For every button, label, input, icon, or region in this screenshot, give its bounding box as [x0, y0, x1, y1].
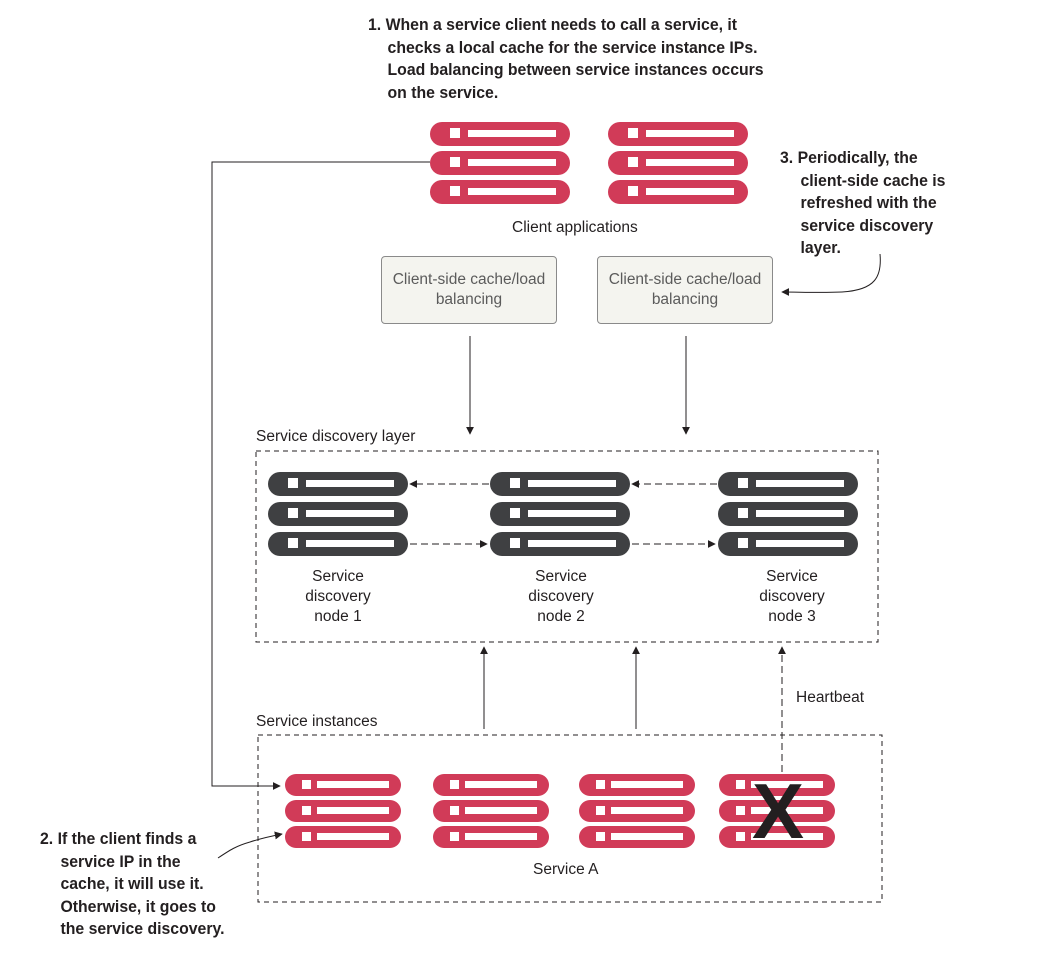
- callout-2-line-4: Otherwise, it goes to: [60, 896, 216, 916]
- callout-3-line-4: service discovery: [800, 215, 934, 235]
- client-side-cache-box-2: Client-side cache/load balancing: [597, 256, 773, 324]
- service-instance-1-server-icon: [285, 774, 401, 848]
- discovery-node-2-line-2: discovery: [528, 588, 594, 605]
- callout-1-line-4: on the service.: [387, 82, 499, 102]
- failed-x-icon: X: [752, 767, 805, 855]
- client-side-cache-box-1: Client-side cache/load balancing: [381, 256, 557, 324]
- service-discovery-layer-label: Service discovery layer: [256, 428, 416, 445]
- callout-2-line-5: the service discovery.: [60, 919, 225, 938]
- callout-2-line-1: 2. If the client finds a: [40, 829, 197, 848]
- callout-3-line-1: 3. Periodically, the: [780, 148, 918, 167]
- callout-1-line-3: Load balancing between service instances…: [387, 60, 764, 79]
- discovery-node-2-label: Service discovery node 2: [511, 567, 611, 627]
- discovery-node-2-line-1: Service: [535, 568, 587, 585]
- discovery-node-1-label: Service discovery node 1: [288, 567, 388, 627]
- callout-3-leader: [781, 253, 881, 297]
- client-applications-label: Client applications: [512, 219, 638, 236]
- discovery-node-1-line-1: Service: [312, 568, 364, 585]
- heartbeat-label: Heartbeat: [796, 689, 865, 706]
- callout-3-line-3: refreshed with the: [800, 193, 937, 212]
- callout-1-line-1: 1. When a service client needs to call a…: [368, 15, 738, 34]
- service-instances-boundary: [257, 734, 883, 903]
- callout-2: 2. If the client finds a service IP in t…: [40, 828, 225, 941]
- cache-box-1-line-2: balancing: [435, 291, 503, 308]
- discovery-node-3-line-3: node 3: [768, 608, 816, 625]
- cache-box-2-line-1: Client-side cache/load: [608, 271, 762, 288]
- discovery-node-2-server-icon: [490, 472, 630, 556]
- discovery-node-3-server-icon: [718, 472, 858, 556]
- discovery-node-2-line-3: node 2: [537, 608, 585, 625]
- callout-2-leader: [217, 831, 283, 859]
- discovery-node-3-label: Service discovery node 3: [742, 567, 842, 627]
- service-instance-3-server-icon: [579, 774, 695, 848]
- discovery-node-3-line-2: discovery: [759, 588, 825, 605]
- client-app-server-1-icon: [430, 122, 570, 204]
- callout-3-line-2: client-side cache is: [800, 170, 946, 190]
- client-direct-call-path: [211, 161, 430, 790]
- service-discovery-layer-boundary: [255, 450, 879, 643]
- discovery-node-1-line-3: node 1: [314, 608, 362, 625]
- callout-3-line-5: layer.: [800, 238, 841, 257]
- service-a-label: Service A: [533, 861, 599, 878]
- callout-2-line-2: service IP in the: [60, 851, 181, 871]
- callout-1: 1. When a service client needs to call a…: [368, 14, 764, 104]
- callout-3: 3. Periodically, the client-side cache i…: [780, 147, 945, 260]
- service-instance-2-server-icon: [433, 774, 549, 848]
- service-instances-label: Service instances: [256, 713, 378, 730]
- cache-box-2-line-2: balancing: [651, 291, 719, 308]
- client-app-server-2-icon: [608, 122, 748, 204]
- discovery-node-1-line-2: discovery: [305, 588, 371, 605]
- callout-1-line-2: checks a local cache for the service ins…: [387, 37, 758, 57]
- discovery-node-1-server-icon: [268, 472, 408, 556]
- callout-2-line-3: cache, it will use it.: [60, 874, 204, 893]
- cache-box-1-line-1: Client-side cache/load: [392, 271, 546, 288]
- discovery-node-3-line-1: Service: [766, 568, 818, 585]
